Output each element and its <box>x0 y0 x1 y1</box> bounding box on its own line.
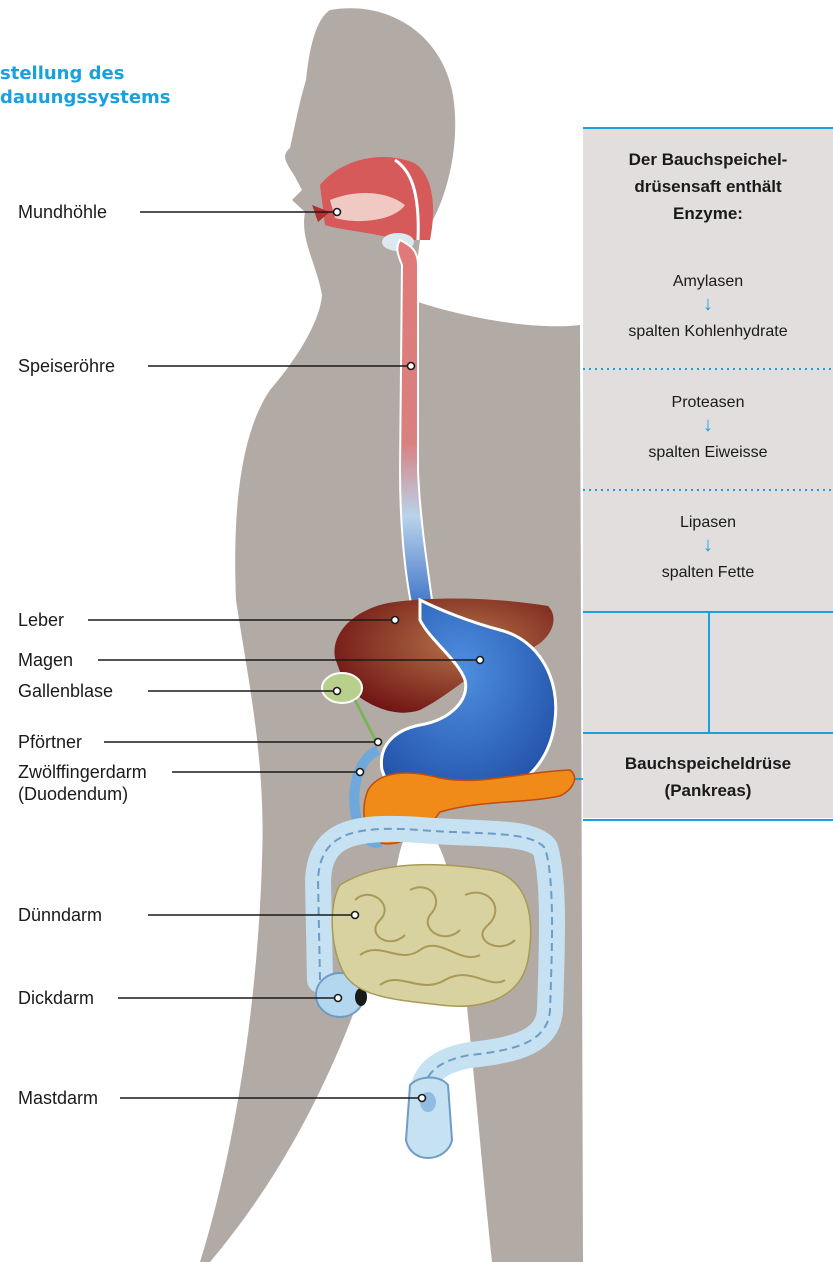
pancreas-label-line1: Bauchspeicheldrüse <box>583 750 833 777</box>
enzyme-panel-heading-line3: Enzyme: <box>583 200 833 227</box>
enzyme-name: Lipasen <box>583 513 833 533</box>
enzyme-panel-heading-line1: Der Bauchspeichel- <box>583 146 833 173</box>
enzyme-effect: spalten Kohlenhydrate <box>583 322 833 342</box>
down-arrow-icon: ↓ <box>583 413 833 437</box>
down-arrow-icon: ↓ <box>583 533 833 557</box>
label-duodendum: (Duodendum) <box>18 784 128 804</box>
enzyme-block-lipasen: Lipasen ↓ spalten Fette <box>583 513 833 583</box>
label-gallenblase: Gallenblase <box>18 681 113 701</box>
label-pfoertner: Pförtner <box>18 732 82 752</box>
down-arrow-icon: ↓ <box>583 292 833 316</box>
enzyme-effect: spalten Eiweisse <box>583 443 833 463</box>
enzyme-panel-heading: Der Bauchspeichel- drüsensaft enthält En… <box>583 146 833 227</box>
enzyme-panel-heading-line2: drüsensaft enthält <box>583 173 833 200</box>
enzyme-effect: spalten Fette <box>583 563 833 583</box>
diagram-title: stellung des dauungssystems <box>0 62 171 110</box>
label-zwoelffingerdarm: Zwölffingerdarm <box>18 762 147 782</box>
label-magen: Magen <box>18 650 73 670</box>
label-duenndarm: Dünndarm <box>18 905 102 925</box>
rectum <box>406 1078 452 1159</box>
enzyme-name: Proteasen <box>583 393 833 413</box>
enzyme-block-proteasen: Proteasen ↓ spalten Eiweisse <box>583 393 833 463</box>
pancreas-label: Bauchspeicheldrüse (Pankreas) <box>583 750 833 804</box>
label-speiseroehre: Speiseröhre <box>18 356 115 376</box>
label-mastdarm: Mastdarm <box>18 1088 98 1108</box>
label-leber: Leber <box>18 610 64 630</box>
enzyme-name: Amylasen <box>583 272 833 292</box>
enzyme-block-amylasen: Amylasen ↓ spalten Kohlenhydrate <box>583 272 833 342</box>
gallbladder <box>322 673 362 703</box>
pancreas-label-line2: (Pankreas) <box>583 777 833 804</box>
label-mundhoehle: Mundhöhle <box>18 202 107 222</box>
label-dickdarm: Dickdarm <box>18 988 94 1008</box>
